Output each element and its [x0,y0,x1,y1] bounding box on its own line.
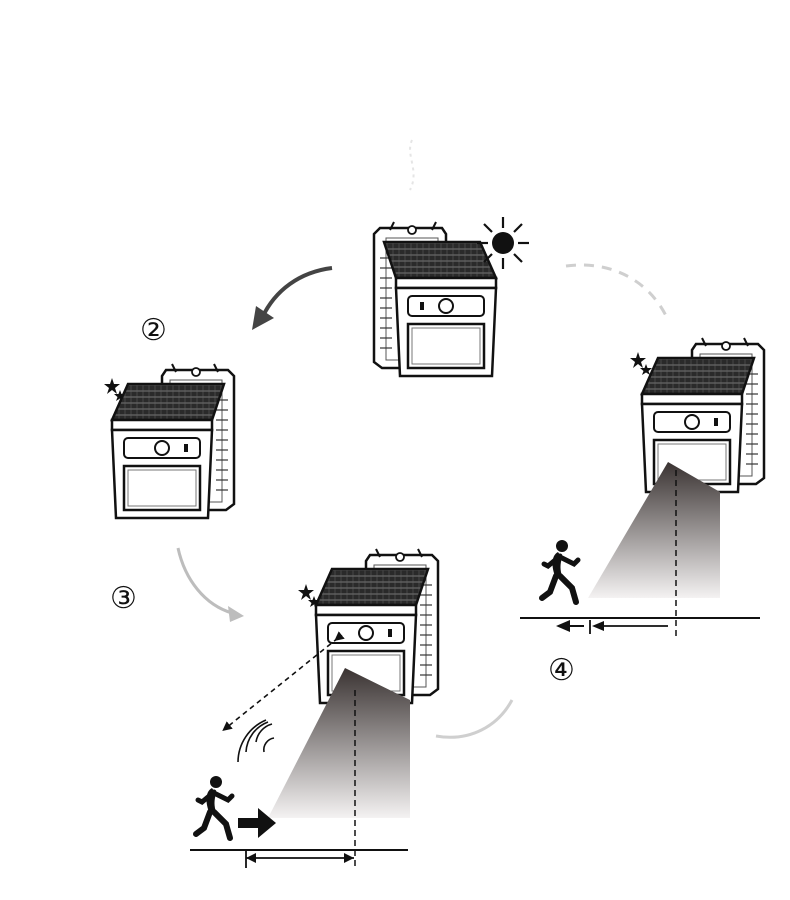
cycle-arrow-2-to-3 [176,547,244,622]
motion-wave-icon [237,719,275,763]
moon-stars-icon [281,582,320,613]
step-4-label: ④ [548,653,575,688]
sensor-range-arrow [222,631,345,732]
running-person-icon [542,540,578,602]
light-beam [588,462,720,598]
lamp-daytime-charging [372,220,498,378]
lamp-night-standby [110,362,236,520]
faint-top-marks [409,139,415,191]
step-3-label: ③ [110,581,137,616]
running-person-icon [196,776,232,838]
distance-arrow-3 [245,850,354,868]
moon-stars-icon [613,350,652,381]
lamp-motion-detect [314,547,440,705]
motion-direction-arrow [238,808,276,838]
step-2-label: ② [140,313,167,348]
cycle-arrow-3-to-4 [435,699,514,739]
cycle-arrow-1-to-2 [252,266,333,330]
light-beam [268,668,410,818]
sun-icon [477,217,529,269]
lamp-light-on [640,336,766,494]
cycle-arrow-4-to-1 [565,263,670,321]
distance-arrow-4 [556,620,668,634]
